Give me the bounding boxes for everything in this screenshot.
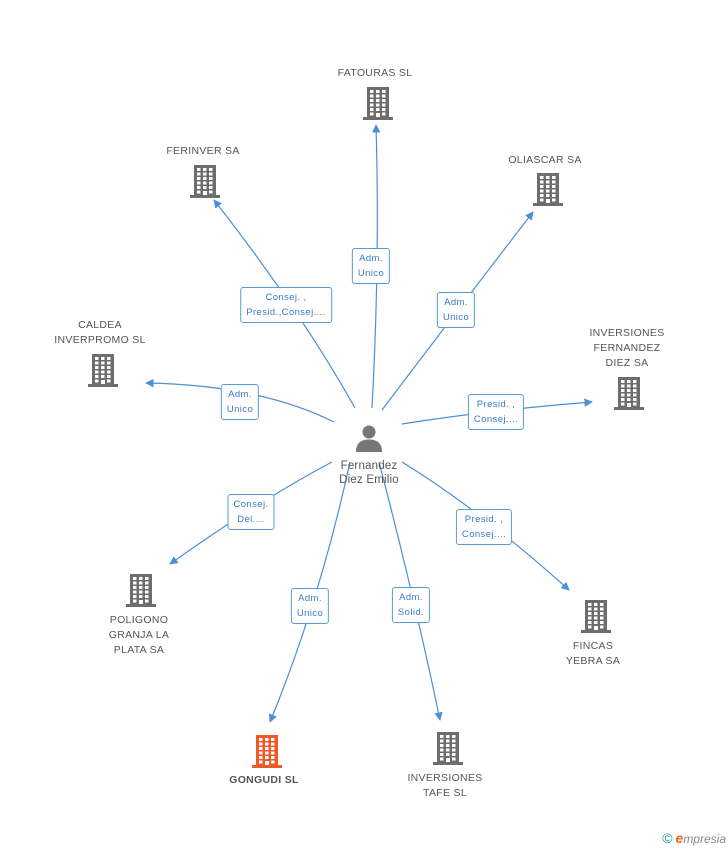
building-icon[interactable] xyxy=(190,164,220,203)
company-label-line: PLATA SA xyxy=(113,644,165,656)
person-icon[interactable] xyxy=(354,423,384,458)
role-text: Consej.... xyxy=(473,414,519,425)
role-text: Consej. , xyxy=(265,292,307,303)
role-text: Presid.,Consej.... xyxy=(246,307,326,318)
role-box-gongudi[interactable]: Adm. Unico xyxy=(290,588,330,624)
company-label-ferinver[interactable]: FERINVER SA xyxy=(166,144,239,159)
company-label-line: FERINVER SA xyxy=(166,145,240,157)
company-label-line: GRANJA LA xyxy=(108,629,170,641)
company-label-line: INVERSIONES xyxy=(407,772,483,784)
copyright-icon: © xyxy=(662,830,673,846)
building-icon[interactable] xyxy=(88,353,118,392)
company-label-line: DIEZ SA xyxy=(605,357,649,369)
brand-name: mpresia xyxy=(683,832,726,846)
company-label-gongudi[interactable]: GONGUDI SL xyxy=(229,773,299,788)
company-label-line: FERNANDEZ xyxy=(593,342,661,354)
company-label-oliascar[interactable]: OLIASCAR SA xyxy=(508,153,581,168)
role-text: Presid. , xyxy=(476,399,516,410)
company-label-line: GONGUDI SL xyxy=(229,774,299,786)
person-name-line: Fernandez xyxy=(340,460,398,472)
company-label-fatouras[interactable]: FATOURAS SL xyxy=(338,66,413,81)
building-icon[interactable] xyxy=(614,376,644,415)
company-label-line: FINCAS xyxy=(572,640,614,652)
role-box-oliascar[interactable]: Adm. Unico xyxy=(436,292,476,328)
role-text: Unico xyxy=(442,312,470,323)
role-box-inv-tafe[interactable]: Adm. Solid. xyxy=(391,587,431,623)
company-label-fincas[interactable]: FINCAS YEBRA SA xyxy=(566,639,620,669)
building-icon[interactable] xyxy=(433,731,463,770)
role-text: Adm. xyxy=(399,592,423,603)
person-name-line: Diez Emilio xyxy=(339,474,399,486)
role-text: Adm. xyxy=(359,253,383,264)
role-text: Unico xyxy=(226,404,254,415)
role-text: Adm. xyxy=(298,593,322,604)
company-label-line: INVERPROMO SL xyxy=(54,334,146,346)
company-label-caldea[interactable]: CALDEA INVERPROMO SL xyxy=(54,318,145,348)
role-text: Consej. xyxy=(233,499,269,510)
building-icon[interactable] xyxy=(533,172,563,211)
building-icon[interactable] xyxy=(252,734,282,773)
company-label-line: POLIGONO xyxy=(109,614,169,626)
company-label-line: CALDEA xyxy=(78,319,122,331)
building-icon[interactable] xyxy=(581,599,611,638)
role-text: Presid. , xyxy=(464,514,504,525)
company-label-line: FATOURAS SL xyxy=(337,67,413,79)
footer-brand: ©empresia xyxy=(662,830,726,846)
building-icon[interactable] xyxy=(363,86,393,125)
company-label-inv-fernandez[interactable]: INVERSIONES FERNANDEZ DIEZ SA xyxy=(589,326,664,371)
role-text: Solid. xyxy=(397,607,425,618)
brand-initial: e xyxy=(675,830,684,846)
building-icon[interactable] xyxy=(126,573,156,612)
role-box-fincas[interactable]: Presid. , Consej.... xyxy=(455,509,513,545)
role-box-ferinver[interactable]: Consej. , Presid.,Consej.... xyxy=(240,287,332,323)
role-text: Adm. xyxy=(228,389,252,400)
role-box-poligono[interactable]: Consej. Del.... xyxy=(227,494,275,530)
company-label-line: OLIASCAR SA xyxy=(508,154,582,166)
role-text: Adm. xyxy=(444,297,468,308)
company-label-inv-tafe[interactable]: INVERSIONES TAFE SL xyxy=(407,771,482,801)
role-text: Unico xyxy=(296,608,324,619)
company-label-line: YEBRA SA xyxy=(565,655,621,667)
role-text: Del.... xyxy=(237,514,265,525)
role-box-fatouras[interactable]: Adm. Unico xyxy=(351,248,391,284)
company-label-line: TAFE SL xyxy=(423,787,467,799)
company-label-poligono[interactable]: POLIGONO GRANJA LA PLATA SA xyxy=(109,613,169,658)
company-label-line: INVERSIONES xyxy=(589,327,665,339)
role-text: Consej.... xyxy=(461,529,507,540)
role-box-inv-fernandez[interactable]: Presid. , Consej.... xyxy=(467,394,525,430)
role-text: Unico xyxy=(357,268,385,279)
role-box-caldea[interactable]: Adm. Unico xyxy=(220,384,260,420)
